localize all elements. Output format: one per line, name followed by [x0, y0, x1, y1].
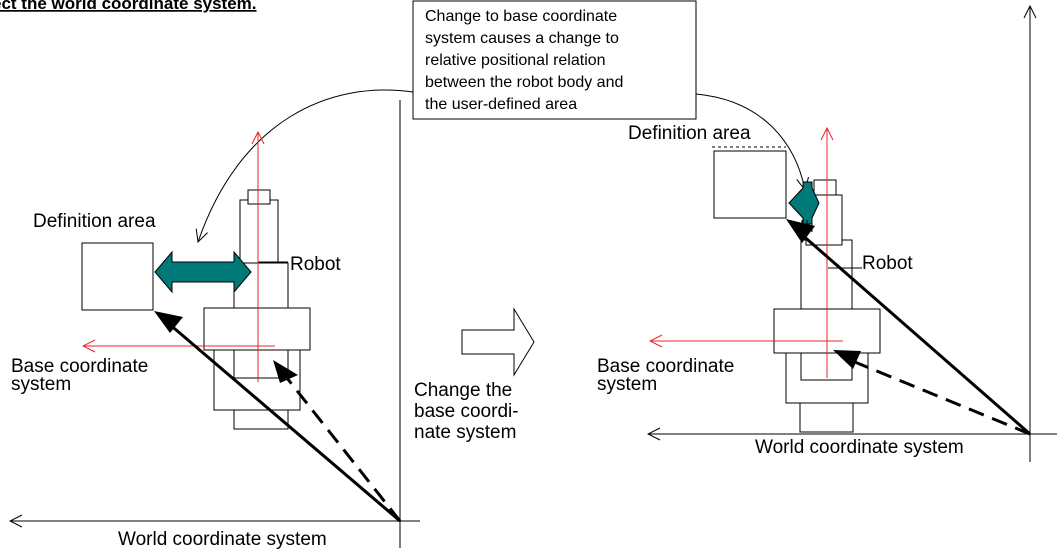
right-world-to-base-vector	[849, 358, 1031, 436]
transition-label-line-3: nate system	[414, 422, 516, 443]
left-world-to-area-head	[154, 311, 183, 333]
left-world-to-base-head	[273, 360, 298, 383]
right-scene: Definition area Robot Base coordinate sy…	[597, 6, 1057, 462]
note-line-4: between the robot body and	[425, 74, 623, 91]
explanation-note: Change to base coordinate system causes …	[412, 0, 697, 120]
note-box	[412, 0, 697, 120]
transition-label-line-1: Change the	[414, 380, 512, 401]
callout-arrow-left	[198, 89, 414, 242]
right-world-label: World coordinate system	[755, 437, 964, 458]
right-definition-area-label: Definition area	[628, 123, 751, 144]
left-robot-joint	[203, 307, 311, 351]
right-definition-area-box	[713, 150, 787, 219]
right-robot-wrist	[813, 179, 837, 196]
left-robot	[203, 189, 311, 430]
left-robot-label: Robot	[290, 254, 341, 275]
right-world-to-area-vector	[799, 231, 1031, 436]
transition-label-line-2: base coordi-	[414, 401, 519, 422]
right-base-label-line-2: system	[597, 374, 657, 395]
transition-arrow	[461, 307, 535, 377]
left-definition-area-box	[81, 242, 154, 311]
callout-arrow-right	[695, 93, 805, 190]
left-world-to-base-vector	[281, 372, 402, 522]
note-line-1: Change to base coordinate	[425, 8, 617, 25]
left-robot-wrist	[247, 189, 271, 205]
left-definition-area-label: Definition area	[33, 211, 156, 232]
right-base-label-line-1: Base coordinate	[597, 356, 734, 377]
right-robot-label: Robot	[862, 253, 913, 274]
left-robot-upper-arm	[239, 199, 279, 264]
left-scene: Definition area Robot Base coordinate sy…	[10, 100, 420, 550]
note-line-5: the user-defined area	[425, 96, 577, 113]
transition: Change the base coordi- nate system	[414, 307, 535, 443]
note-line-2: system causes a change to	[425, 30, 619, 47]
heading-text: ect the world coordinate system.	[0, 0, 257, 13]
left-base-label-line-1: Base coordinate	[11, 356, 148, 377]
left-teal-double-arrow	[154, 250, 252, 294]
note-line-3: relative positional relation	[425, 52, 606, 69]
right-world-to-area-head	[786, 219, 815, 243]
left-world-to-area-vector	[167, 321, 401, 523]
left-base-label-line-2: system	[11, 374, 71, 395]
left-world-label: World coordinate system	[118, 529, 327, 550]
right-world-to-base-head	[833, 350, 861, 369]
